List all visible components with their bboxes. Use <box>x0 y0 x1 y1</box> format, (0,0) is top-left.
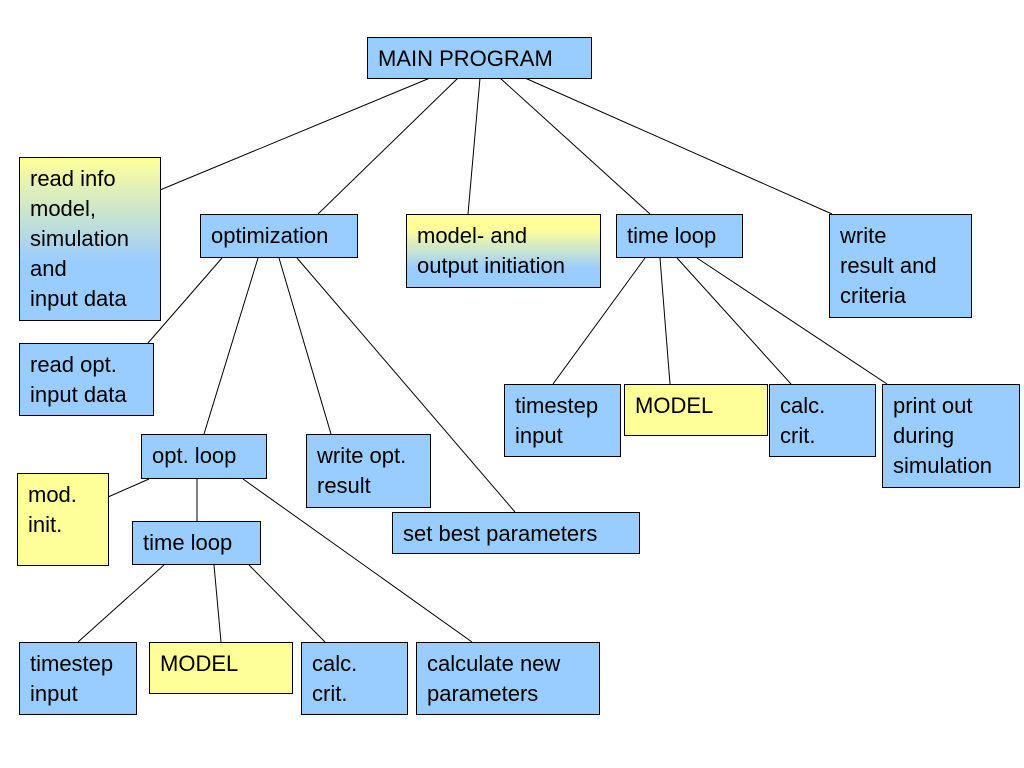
opt-loop-box: opt. loop <box>141 434 267 479</box>
link-main-model-init <box>467 77 481 215</box>
model-output-initiation-box: model- and output initiation <box>406 214 601 288</box>
read-info-box: read info model, simulation and input da… <box>19 157 161 321</box>
link-opt-read-opt-input <box>147 257 223 344</box>
link-main-read-info <box>159 77 431 191</box>
time-loop-inner-box: time loop <box>132 521 261 565</box>
print-out-during-simulation-box: print out during simulation <box>882 384 1020 488</box>
timestep-input-top-box: timestep input <box>504 384 621 457</box>
mod-init-box: mod. init. <box>17 473 109 566</box>
link-tl-model <box>659 257 671 385</box>
timestep-input-bottom-box: timestep input <box>19 642 137 715</box>
optimization-box: optimization <box>200 214 358 258</box>
link-itl-timestep <box>77 564 165 643</box>
calc-crit-bottom-box: calc. crit. <box>301 642 408 715</box>
set-best-parameters-box: set best parameters <box>392 512 640 554</box>
read-opt-input-box: read opt. input data <box>19 343 154 416</box>
link-tl-print-out <box>696 257 888 385</box>
write-result-criteria-box: write result and criteria <box>829 214 972 318</box>
link-main-write-result <box>524 77 833 215</box>
link-opt-opt-loop <box>203 257 259 435</box>
write-opt-result-box: write opt. result <box>306 434 431 508</box>
main-program-box: MAIN PROGRAM <box>367 37 592 79</box>
link-main-time-loop <box>499 77 651 215</box>
calculate-new-parameters-box: calculate new parameters <box>416 642 600 715</box>
time-loop-top-box: time loop <box>616 214 743 258</box>
link-opt-set-best <box>296 257 516 513</box>
link-optloop-calc-new <box>242 478 473 643</box>
link-main-optimization <box>317 77 459 215</box>
link-itl-calc-crit <box>248 564 326 643</box>
link-tl-calc-crit <box>676 257 792 385</box>
model-bottom-box: MODEL <box>149 642 293 694</box>
link-itl-model <box>213 564 222 643</box>
model-top-box: MODEL <box>624 384 768 436</box>
link-optloop-mod-init <box>107 478 150 498</box>
link-opt-write-opt-result <box>278 257 332 435</box>
link-tl-timestep <box>552 257 646 385</box>
calc-crit-top-box: calc. crit. <box>769 384 876 457</box>
